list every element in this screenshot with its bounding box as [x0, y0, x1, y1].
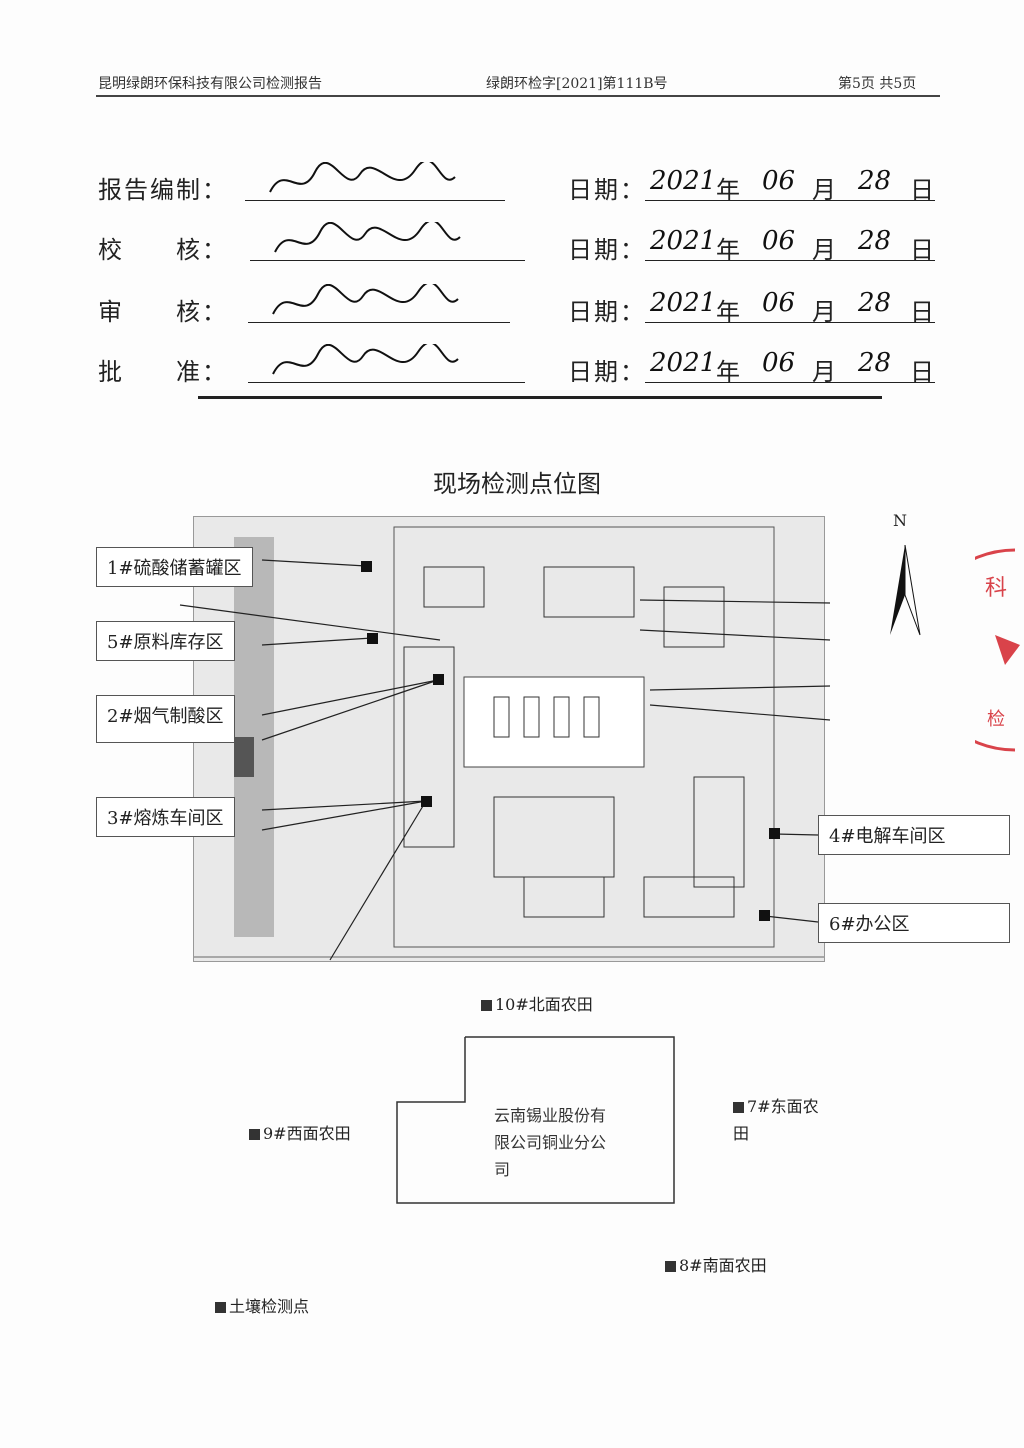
signoff-role: 审 核： — [98, 298, 228, 326]
soil-point-9: 9#西面农田 — [249, 1120, 351, 1144]
year-unit: 年 — [716, 176, 742, 204]
company-line-1: 云南锡业股份有 — [494, 1106, 607, 1125]
signoff-rule — [198, 396, 882, 399]
date-month: 06 — [762, 166, 796, 196]
north-label: N — [893, 511, 907, 530]
soil-marker-icon — [733, 1102, 744, 1113]
svg-text:科: 科 — [985, 576, 1007, 601]
signoff-role: 批 准： — [98, 358, 228, 386]
soil-marker-icon — [215, 1302, 226, 1313]
soil-marker-icon — [665, 1261, 676, 1272]
soil-point-8-label: 8#南面农田 — [679, 1256, 767, 1275]
date-day: 28 — [858, 348, 892, 378]
date-year: 2021 — [650, 166, 717, 196]
company-boundary — [396, 1036, 675, 1204]
handwritten-signature — [272, 284, 459, 315]
point-marker-3 — [421, 796, 432, 807]
date-month: 06 — [762, 348, 796, 378]
point-marker-5 — [367, 633, 378, 644]
handwritten-signature — [269, 162, 456, 193]
date-year: 2021 — [650, 226, 717, 256]
header-report-no: 绿朗环检字[2021]第111B号 — [486, 76, 668, 92]
soil-point-10: 10#北面农田 — [481, 991, 593, 1015]
callout-leader-lines — [179, 559, 831, 961]
signoff-role: 报告编制： — [98, 176, 228, 204]
soil-legend: 土壤检测点 — [215, 1293, 309, 1317]
soil-legend-label: 土壤检测点 — [229, 1297, 310, 1316]
company-name: 云南锡业股份有 限公司铜业分公 司 — [494, 1102, 606, 1183]
date-month: 06 — [762, 226, 796, 256]
date-label: 日期： — [568, 176, 646, 204]
date-underline — [645, 200, 935, 201]
date-day: 28 — [858, 288, 892, 318]
year-unit: 年 — [716, 358, 742, 386]
date-day: 28 — [858, 166, 892, 196]
north-arrow-icon — [890, 545, 921, 636]
soil-marker-icon — [249, 1129, 260, 1140]
date-year: 2021 — [650, 348, 717, 378]
handwritten-signature — [274, 222, 461, 253]
callout-point-2: 2#烟气制酸区 — [96, 695, 235, 743]
date-underline — [645, 322, 935, 323]
month-unit: 月 — [812, 298, 838, 326]
header-org: 昆明绿朗环保科技有限公司检测报告 — [98, 76, 322, 92]
date-label: 日期： — [568, 298, 646, 326]
date-year: 2021 — [650, 288, 717, 318]
signature-underline — [250, 260, 525, 261]
date-underline — [645, 260, 935, 261]
day-unit: 日 — [910, 358, 936, 386]
point-marker-1 — [361, 561, 372, 572]
company-line-3: 司 — [494, 1160, 511, 1179]
month-unit: 月 — [812, 176, 838, 204]
day-unit: 日 — [910, 176, 936, 204]
site-plan-drawing — [194, 526, 824, 958]
date-label: 日期： — [568, 236, 646, 264]
soil-point-9-label: 9#西面农田 — [263, 1124, 351, 1143]
month-unit: 月 — [812, 358, 838, 386]
signature-underline — [248, 382, 525, 383]
year-unit: 年 — [716, 236, 742, 264]
soil-point-7-label: 7#东面农 — [747, 1097, 819, 1116]
soil-point-7: 7#东面农 田 — [733, 1093, 819, 1147]
svg-text:检: 检 — [987, 709, 1005, 730]
day-unit: 日 — [910, 298, 936, 326]
callout-point-1: 1#硫酸储蓄罐区 — [96, 547, 253, 587]
callout-point-3: 3#熔炼车间区 — [96, 797, 235, 837]
site-plan-image — [193, 516, 825, 962]
date-underline — [645, 382, 935, 383]
callout-point-6: 6#办公区 — [818, 903, 1010, 943]
callout-point-4: 4#电解车间区 — [818, 815, 1010, 855]
day-unit: 日 — [910, 236, 936, 264]
handwritten-signature — [272, 344, 459, 375]
soil-point-8: 8#南面农田 — [665, 1252, 767, 1276]
callout-point-5: 5#原料库存区 — [96, 621, 235, 661]
point-marker-4 — [769, 828, 780, 839]
map-title: 现场检测点位图 — [433, 470, 601, 498]
date-day: 28 — [858, 226, 892, 256]
date-label: 日期： — [568, 358, 646, 386]
point-marker-2 — [433, 674, 444, 685]
company-line-2: 限公司铜业分公 — [494, 1133, 607, 1152]
signoff-role: 校 核： — [98, 236, 228, 264]
date-month: 06 — [762, 288, 796, 318]
soil-point-7-label-cont: 田 — [733, 1124, 750, 1143]
point-marker-6 — [759, 910, 770, 921]
header-rule — [96, 95, 940, 97]
signature-underline — [245, 200, 505, 201]
month-unit: 月 — [812, 236, 838, 264]
header-page: 第5页 共5页 — [838, 76, 917, 92]
soil-point-10-label: 10#北面农田 — [495, 995, 593, 1014]
soil-marker-icon — [481, 1000, 492, 1011]
year-unit: 年 — [716, 298, 742, 326]
red-stamp: 科检 — [975, 548, 1020, 752]
signature-underline — [248, 322, 510, 323]
